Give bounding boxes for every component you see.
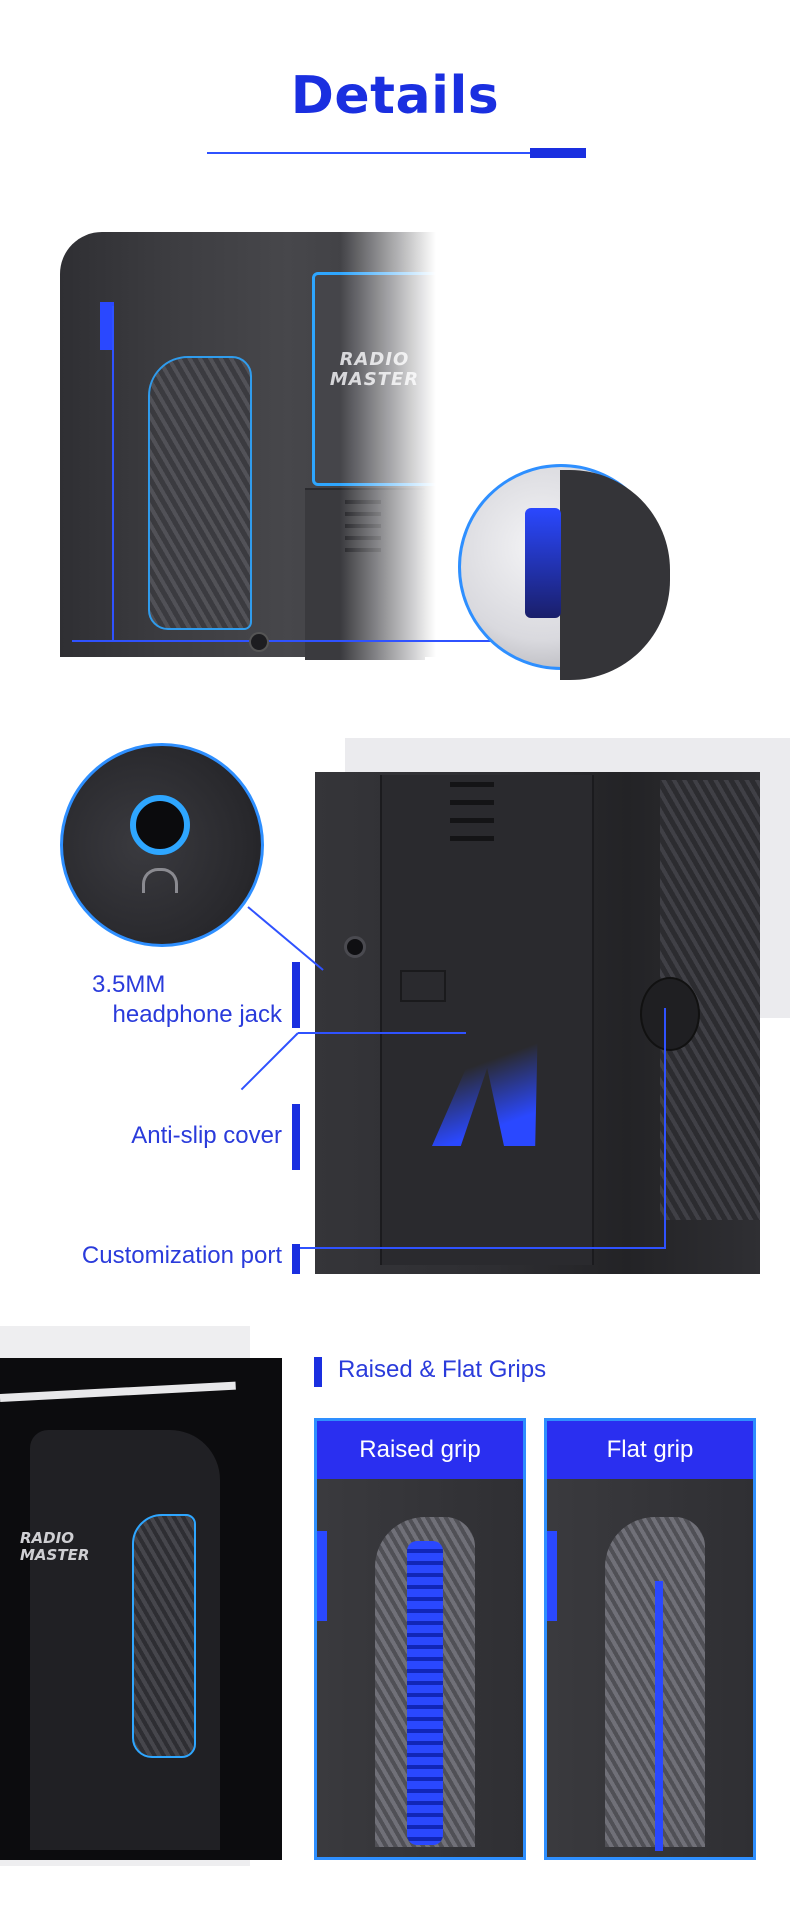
grip-outline xyxy=(132,1514,196,1758)
jack-port xyxy=(249,632,269,652)
callout-anti-slip: Anti-slip cover xyxy=(131,1122,282,1149)
battery-door xyxy=(380,775,594,1265)
grips-heading: Raised & Flat Grips xyxy=(338,1356,547,1383)
callout-text: 3.5MM xyxy=(92,971,166,998)
flat-grip-card: Flat grip xyxy=(544,1418,756,1860)
zoom-circle xyxy=(60,743,264,947)
flat-grip-strip xyxy=(655,1581,663,1851)
photo-fade xyxy=(340,232,460,662)
leader-line xyxy=(112,306,114,642)
customization-port-cover xyxy=(640,977,700,1051)
logo-text-line: MASTER xyxy=(20,1546,90,1564)
vent-slot xyxy=(450,836,494,841)
callout-bar xyxy=(292,1104,300,1170)
raised-grip-strip xyxy=(407,1541,443,1845)
raised-grip-card: Raised grip xyxy=(314,1418,526,1860)
card-title: Raised grip xyxy=(317,1421,523,1479)
strap-clip-highlight xyxy=(100,302,114,350)
callout-headphone-jack: 3.5MM headphone jack xyxy=(40,970,282,1030)
brand-logo: RADIO MASTER xyxy=(20,1530,90,1564)
card-accent xyxy=(547,1531,557,1621)
card-accent xyxy=(317,1531,327,1621)
zoomed-strap-clip xyxy=(525,508,561,618)
vent-slot xyxy=(450,782,494,787)
leader-line xyxy=(664,1008,666,1248)
heading-bar xyxy=(314,1357,322,1387)
headphone-jack xyxy=(344,936,366,958)
door-latch xyxy=(400,970,446,1002)
leader-line xyxy=(72,640,502,642)
vent-slot xyxy=(450,800,494,805)
zoomed-headphone-jack xyxy=(130,795,190,855)
leader-line xyxy=(247,906,324,971)
leader-line xyxy=(240,1032,299,1091)
callout-customization-port: Customization port xyxy=(81,1242,282,1269)
title-underline xyxy=(207,152,585,154)
leader-line xyxy=(298,1032,466,1034)
title-accent-bar xyxy=(530,148,586,158)
grip-outline xyxy=(148,356,252,630)
callout-text: headphone jack xyxy=(112,1001,282,1028)
zoom-circle-shadow xyxy=(560,470,670,680)
vent-slot xyxy=(450,818,494,823)
page-title: Details xyxy=(290,66,500,126)
headphone-icon xyxy=(142,868,178,893)
callout-bar xyxy=(292,1244,300,1274)
callout-bar xyxy=(292,962,300,1028)
logo-text-line: RADIO xyxy=(20,1529,74,1547)
card-title: Flat grip xyxy=(547,1421,753,1479)
leader-line xyxy=(298,1247,666,1249)
